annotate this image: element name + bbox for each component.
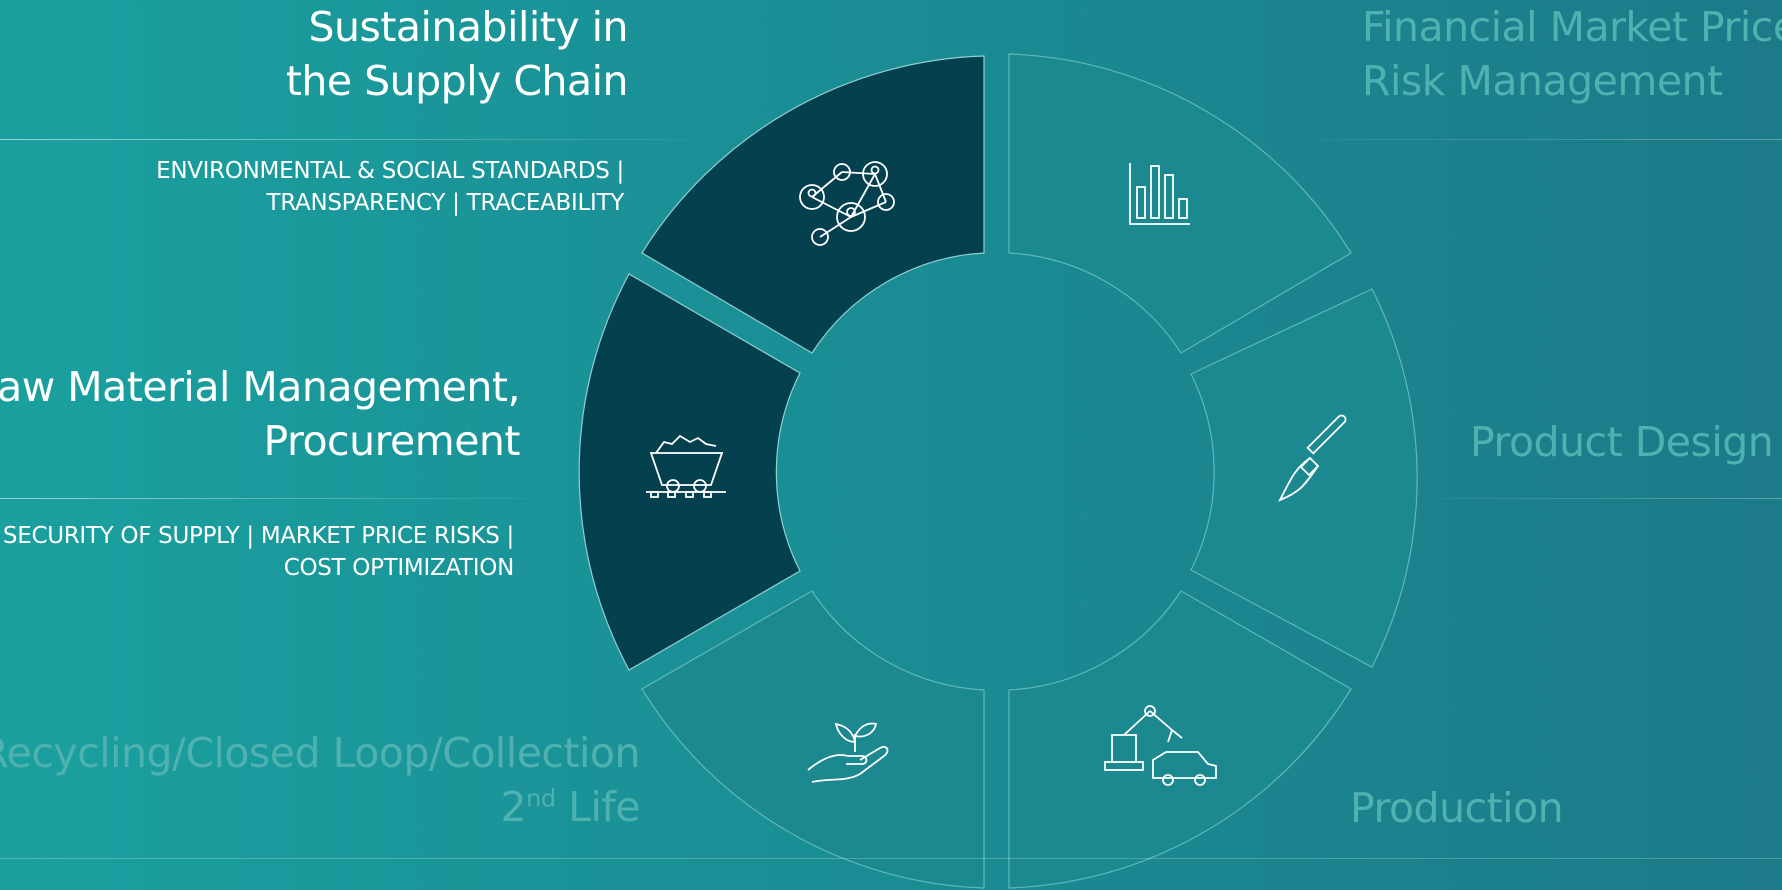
financial-risk-title-line-2: Risk Management: [1362, 57, 1723, 105]
sustainability-subtitle: ENVIRONMENTAL & SOCIAL STANDARDS | TRANS…: [156, 155, 624, 219]
financial-risk-title-line-1: Financial Market Price: [1362, 3, 1782, 51]
bar-chart-icon: [1129, 163, 1190, 225]
divider-top-right: [1320, 139, 1782, 140]
sustainability-subtitle-line-2: TRANSPARENCY | TRACEABILITY: [266, 190, 625, 216]
divider-bottom: [0, 858, 1782, 859]
raw-material-title-line-2: Procurement: [263, 417, 521, 465]
sustainability-title-line-1: Sustainability in: [308, 3, 628, 51]
sustainability-title-line-2: the Supply Chain: [285, 57, 629, 105]
sustainability-subtitle-line-1: ENVIRONMENTAL & SOCIAL STANDARDS |: [156, 158, 624, 184]
segment-product-design[interactable]: [1190, 288, 1418, 668]
raw-material-subtitle-line-1: SECURITY OF SUPPLY | MARKET PRICE RISKS …: [2, 523, 514, 549]
segment-financial-risk[interactable]: [1008, 53, 1352, 354]
supply-network-icon: [799, 161, 895, 246]
segment-raw-material[interactable]: [578, 273, 801, 671]
segment-production[interactable]: [1008, 590, 1352, 889]
sustainability-title: Sustainability in the Supply Chain: [285, 0, 629, 108]
product-design-title: Product Design: [1470, 418, 1774, 466]
segment-sustainability[interactable]: [641, 55, 985, 354]
raw-material-subtitle: SECURITY OF SUPPLY | MARKET PRICE RISKS …: [3, 520, 514, 584]
divider-mid-left: [0, 498, 530, 499]
recycling-title-line-2: 2nd Life: [500, 783, 641, 831]
robot-arm-car-icon: [1104, 705, 1217, 786]
recycling-title-line-1: Recycling/Closed Loop/Collection: [0, 729, 640, 777]
recycling-title: Recycling/Closed Loop/Collection 2nd Lif…: [0, 726, 641, 834]
segment-recycling[interactable]: [641, 590, 985, 889]
raw-material-subtitle-line-2: COST OPTIMIZATION: [283, 555, 515, 581]
divider-top-left: [0, 139, 690, 140]
mine-cart-icon: [646, 434, 726, 498]
production-title: Production: [1350, 784, 1564, 832]
raw-material-title-line-1: Raw Material Management,: [0, 363, 521, 411]
divider-mid-right: [1440, 498, 1782, 499]
financial-risk-title: Financial Market Price Risk Management: [1362, 0, 1782, 108]
hand-plant-icon: [807, 722, 889, 783]
raw-material-title: Raw Material Management, Procurement: [0, 360, 521, 468]
paintbrush-icon: [1278, 414, 1347, 502]
